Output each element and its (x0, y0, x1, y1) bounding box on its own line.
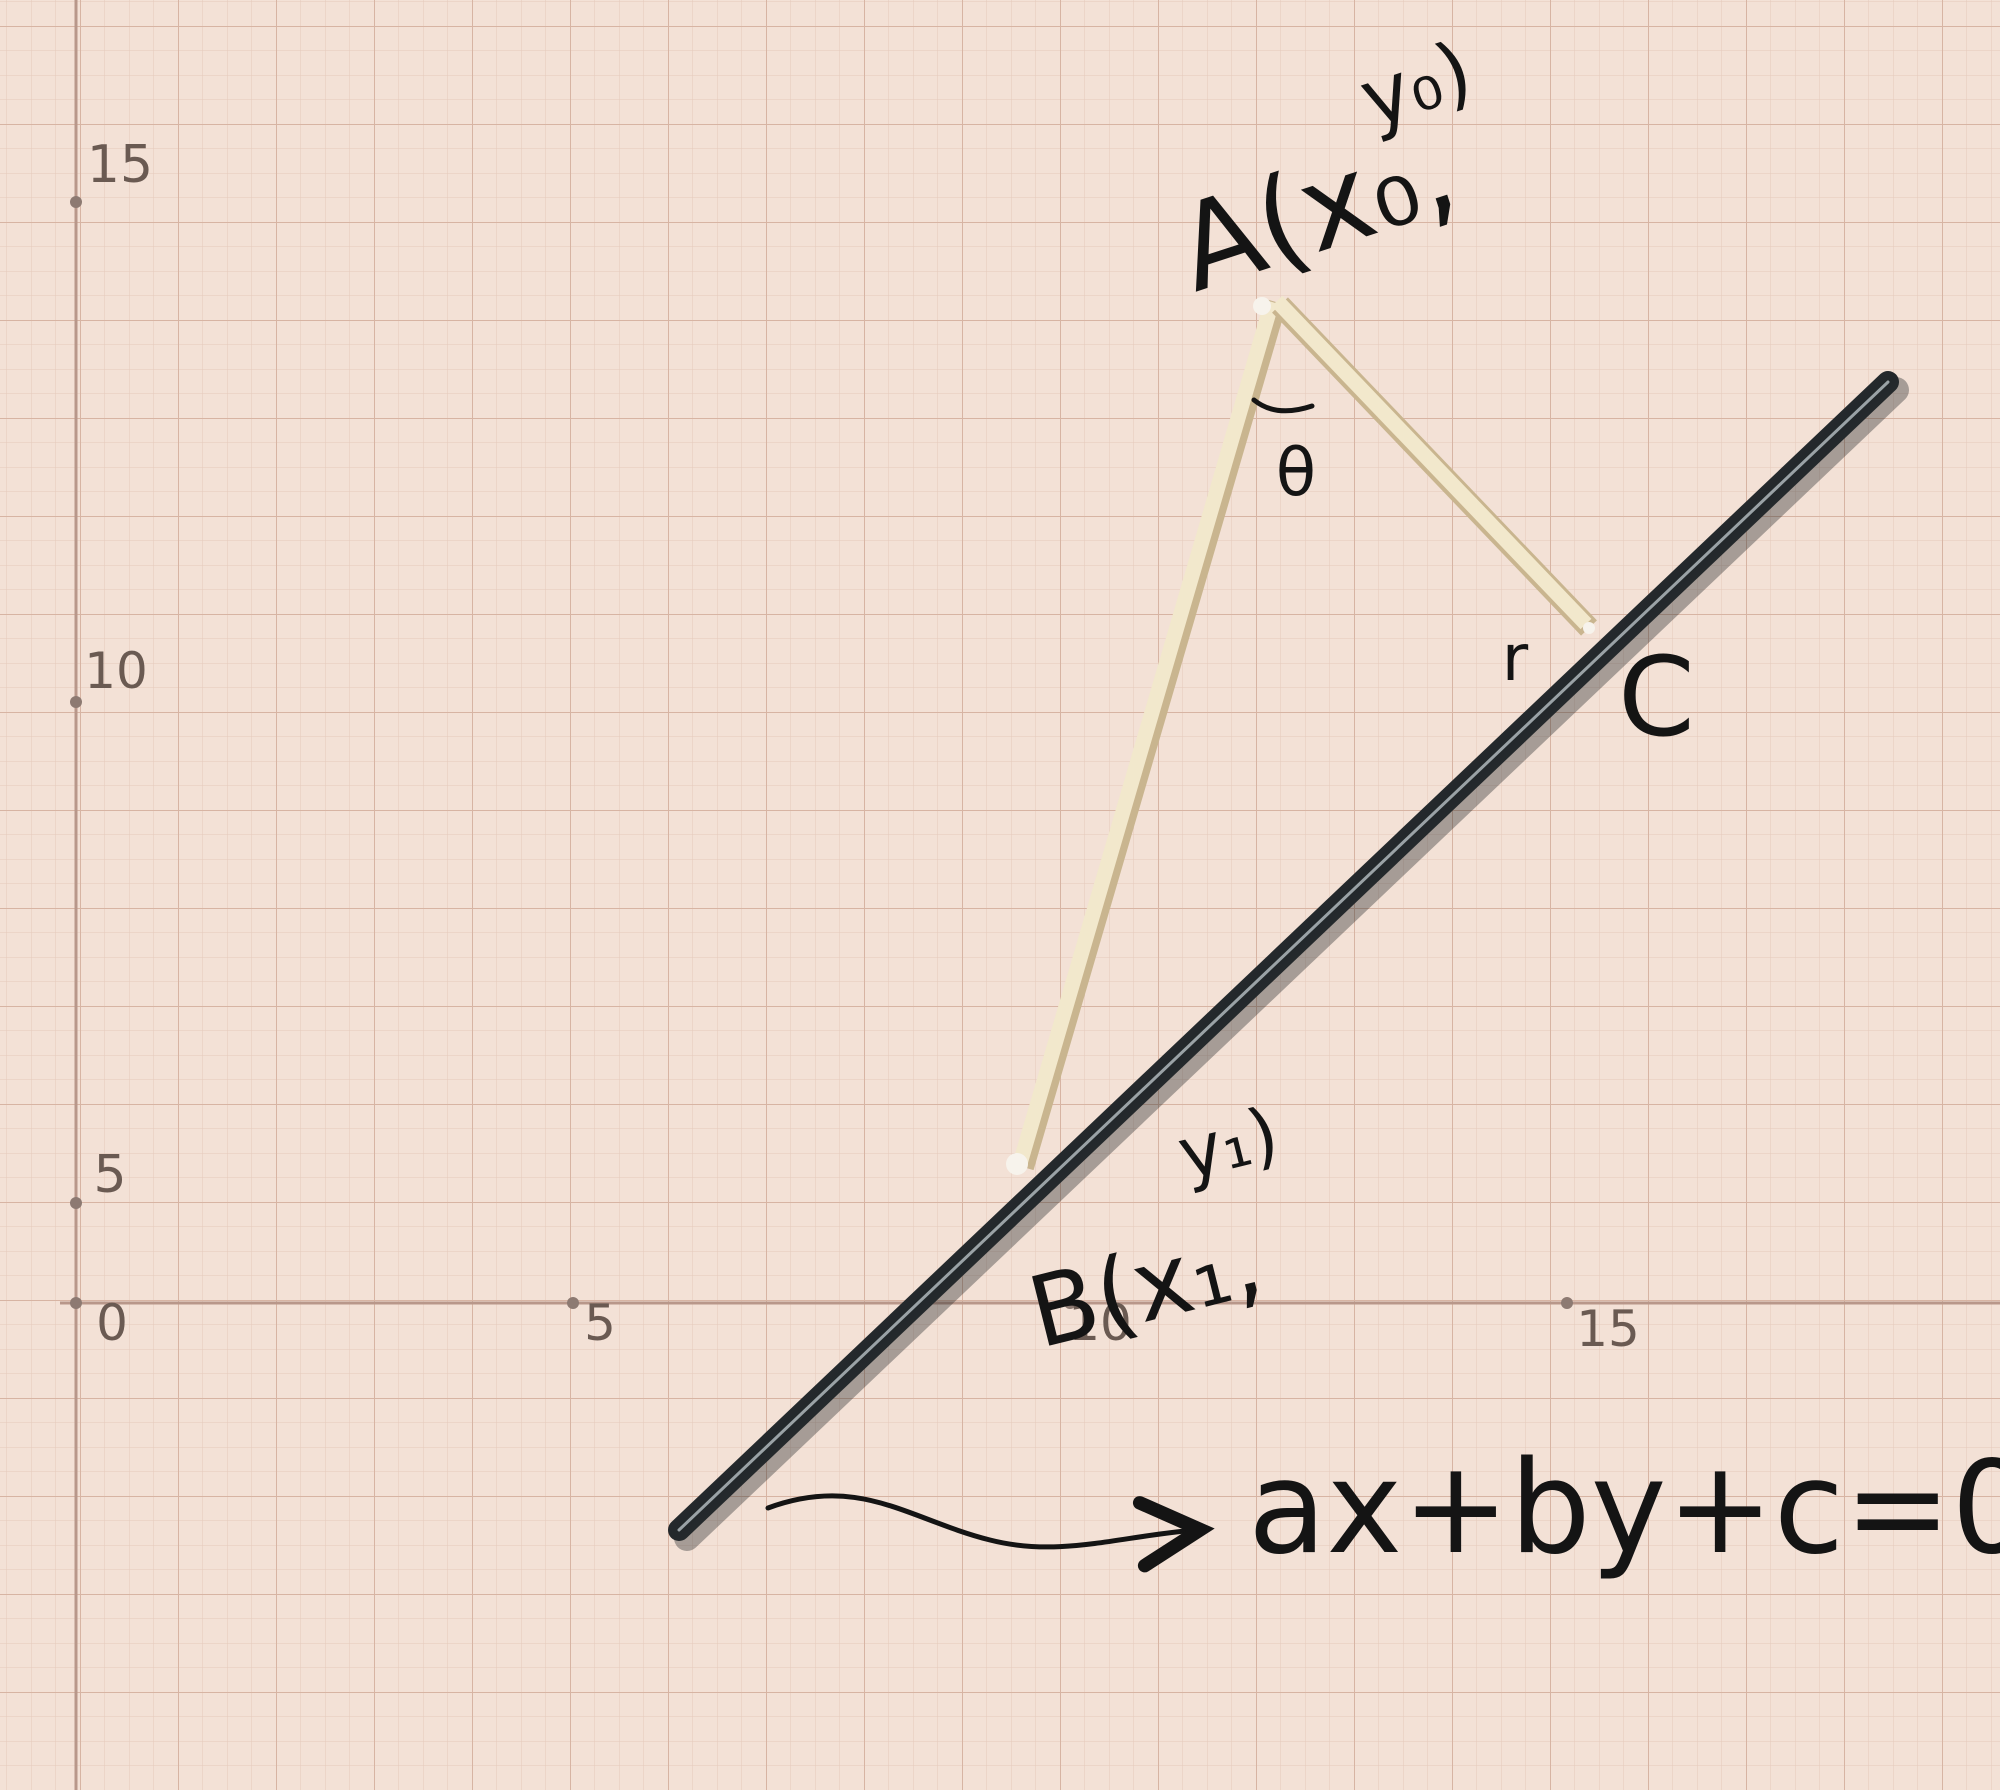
x-tick-label-15: 15 (1576, 1300, 1640, 1358)
equation-arrow (765, 1493, 1215, 1573)
x-tick-label-5: 5 (584, 1294, 616, 1352)
y-tick-label-15: 15 (87, 135, 153, 195)
vertex-a (1253, 297, 1271, 315)
vertex-b (1006, 1153, 1028, 1175)
point-c-label: C (1618, 633, 1695, 761)
tick-dot-x10 (1064, 1297, 1076, 1309)
angle-theta-label: θ (1276, 434, 1316, 511)
angle-theta-arc (1251, 397, 1315, 414)
y-tick-label-5: 5 (93, 1145, 126, 1205)
tick-dot-y15 (70, 196, 82, 208)
stick-ab (1011, 298, 1287, 1171)
x-tick-label-10: 10 (1068, 1294, 1132, 1352)
tick-dot-x0 (70, 1297, 82, 1309)
tick-dot-x5 (567, 1297, 579, 1309)
x-tick-label-0: 0 (96, 1294, 128, 1352)
right-angle-mark: r (1502, 622, 1529, 696)
vertex-c (1583, 622, 1595, 634)
line-equation: ax+by+c=0 (1248, 1434, 2000, 1583)
tick-dot-x15 (1561, 1297, 1573, 1309)
tick-dot-y10 (70, 696, 82, 708)
y-tick-label-10: 10 (84, 642, 148, 700)
tick-dot-y5 (70, 1197, 82, 1209)
line-rod (668, 371, 1909, 1551)
stick-ac (1271, 295, 1597, 636)
